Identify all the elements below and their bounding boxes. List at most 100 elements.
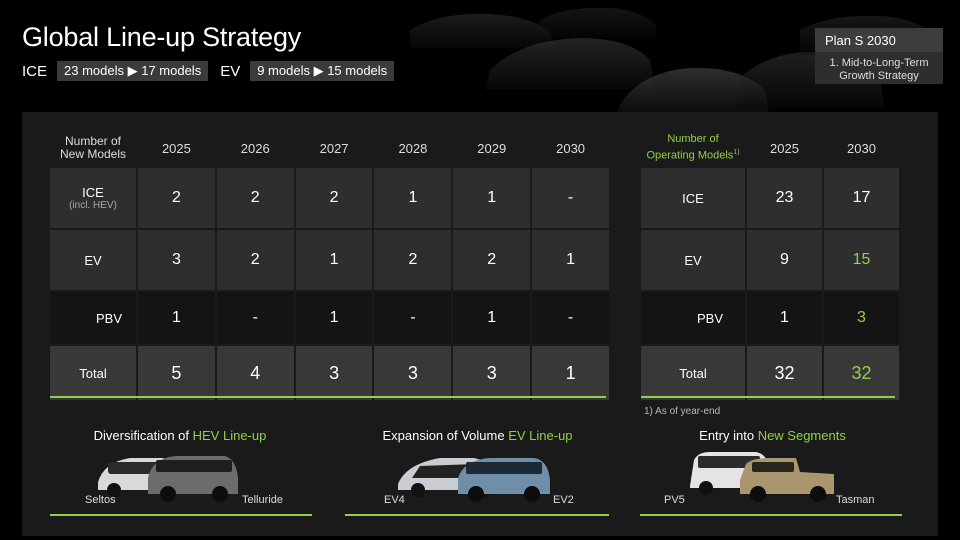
ev4-ev2-image xyxy=(398,458,550,502)
strategy-title-ev: Expansion of Volume EV Line-up xyxy=(345,428,610,443)
caption-tasman: Tasman xyxy=(836,494,875,506)
operating-models-table: Number of Operating Models1) 2025 2030 I… xyxy=(639,128,901,402)
plan-title: Plan S 2030 xyxy=(815,28,943,52)
row-label-pbv: PBV xyxy=(641,292,745,344)
table-row: Total 5 4 3 3 3 1 xyxy=(50,346,609,400)
caption-ev4: EV4 xyxy=(384,494,405,506)
table-cell: 3 xyxy=(824,292,899,344)
table-row: EV 3 2 1 2 2 1 xyxy=(50,230,609,290)
year-header: 2030 xyxy=(556,140,586,156)
table-cell: - xyxy=(374,292,452,344)
table-row: ICE (incl. HEV) 2 2 2 1 1 - xyxy=(50,168,609,228)
row-label-pbv: PBV xyxy=(50,292,136,344)
strategy-prefix: Expansion of Volume xyxy=(382,428,509,443)
table-cell: 2 xyxy=(216,168,294,228)
new-models-underline xyxy=(50,396,606,398)
seltos-telluride-image xyxy=(98,456,238,502)
row-label-total: Total xyxy=(641,346,745,400)
table-row: PBV 1 - 1 - 1 - xyxy=(50,292,609,344)
pv5-tasman-image xyxy=(690,452,834,502)
plan-badge: Plan S 2030 1. Mid-to-Long-Term Growth S… xyxy=(815,28,943,84)
new-models-table: Number of New Models 2025 2026 2027 2028… xyxy=(48,128,611,402)
footnote: 1) As of year-end xyxy=(644,406,721,417)
footnote-marker: 1) xyxy=(733,149,740,157)
corner-line2: Operating Models xyxy=(646,149,734,162)
table-cell: 1 xyxy=(532,230,609,290)
ev-label: EV xyxy=(220,62,241,80)
page-title: Global Line-up Strategy xyxy=(22,22,302,52)
strategy-underline-ev xyxy=(345,514,609,516)
caption-telluride: Telluride xyxy=(242,494,283,506)
strategy-highlight: New Segments xyxy=(757,428,846,443)
year-header: 2028 xyxy=(398,140,428,156)
row-label-ev: EV xyxy=(641,230,745,290)
strategy-prefix: Diversification of xyxy=(93,428,193,443)
table-cell: 32 xyxy=(824,346,899,400)
row-label: PBV xyxy=(696,310,723,326)
caption-pv5: PV5 xyxy=(664,494,685,506)
plan-subtitle-line2: Growth Strategy xyxy=(839,70,919,82)
table-cell: 15 xyxy=(824,230,899,290)
year-header: 2025 xyxy=(770,140,799,156)
table-cell: - xyxy=(216,292,294,344)
strategy-highlight: EV Line-up xyxy=(508,428,573,443)
model-summary: ICE 23 models ▶ 17 models EV 9 models ▶ … xyxy=(22,61,406,81)
table-cell: 1 xyxy=(295,292,373,344)
row-label: PBV xyxy=(95,310,122,326)
new-models-corner: Number of New Models xyxy=(50,130,136,166)
year-header: 2027 xyxy=(319,140,349,156)
strategy-underline-segments xyxy=(640,514,902,516)
table-cell: 2 xyxy=(374,230,452,290)
table-cell: 32 xyxy=(747,346,822,400)
table-cell: 9 xyxy=(747,230,822,290)
table-cell: 5 xyxy=(138,346,215,400)
table-cell: 2 xyxy=(138,168,215,228)
table-cell: 1 xyxy=(374,168,452,228)
operating-models-underline xyxy=(641,396,895,398)
row-label-ev: EV xyxy=(50,230,136,290)
plan-subtitle-line1: 1. Mid-to-Long-Term xyxy=(829,57,929,69)
year-header: 2026 xyxy=(240,140,270,156)
corner-line2: New Models xyxy=(59,147,127,161)
row-label-ice: ICE xyxy=(641,168,745,228)
caption-ev2: EV2 xyxy=(553,494,574,506)
table-cell: 4 xyxy=(216,346,294,400)
year-header: 2025 xyxy=(161,140,191,156)
ev-models-badge: 9 models ▶ 15 models xyxy=(250,61,395,81)
table-cell: 1 xyxy=(453,292,531,344)
row-sublabel: (incl. HEV) xyxy=(69,200,117,211)
table-cell: 3 xyxy=(453,346,531,400)
ice-models-badge: 23 models ▶ 17 models xyxy=(57,61,209,81)
table-cell: 2 xyxy=(295,168,373,228)
table-cell: 1 xyxy=(532,346,609,400)
strategy-prefix: Entry into xyxy=(699,428,758,443)
table-cell: 1 xyxy=(453,168,531,228)
caption-seltos: Seltos xyxy=(85,494,116,506)
row-label-ice: ICE (incl. HEV) xyxy=(50,168,136,228)
table-cell: 3 xyxy=(374,346,452,400)
corner-line1: Number of xyxy=(64,134,122,148)
table-row: PBV 1 3 xyxy=(641,292,899,344)
corner-line1: Number of xyxy=(667,133,719,146)
table-cell: 1 xyxy=(747,292,822,344)
table-cell: 2 xyxy=(216,230,294,290)
table-cell: 3 xyxy=(138,230,215,290)
table-cell: - xyxy=(532,168,609,228)
table-cell: 23 xyxy=(747,168,822,228)
year-header: 2030 xyxy=(847,140,876,156)
table-row: ICE 23 17 xyxy=(641,168,899,228)
strategy-title-hev: Diversification of HEV Line-up xyxy=(50,428,310,443)
background-cars-image xyxy=(410,7,935,118)
strategy-underline-hev xyxy=(50,514,312,516)
table-cell: 1 xyxy=(295,230,373,290)
table-row: Total 32 32 xyxy=(641,346,899,400)
strategy-title-segments: Entry into New Segments xyxy=(640,428,905,443)
table-cell: 3 xyxy=(295,346,373,400)
table-row: EV 9 15 xyxy=(641,230,899,290)
operating-models-corner: Number of Operating Models1) xyxy=(641,130,745,166)
plan-subtitle: 1. Mid-to-Long-Term Growth Strategy xyxy=(815,52,943,83)
row-label: ICE xyxy=(82,185,104,200)
table-cell: 2 xyxy=(453,230,531,290)
row-label-total: Total xyxy=(50,346,136,400)
table-cell: 17 xyxy=(824,168,899,228)
